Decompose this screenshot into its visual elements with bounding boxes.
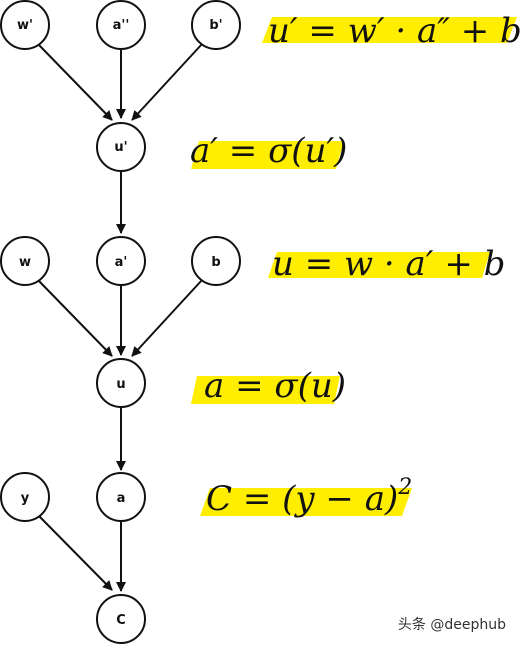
equations: u′ = w′ · a″ + b′ a′ = σ(u′) u = w · a′ … bbox=[190, 11, 520, 519]
node-a-double-prime: a'' bbox=[96, 0, 146, 50]
node-y: y bbox=[0, 472, 50, 522]
node-a-prime-label: a' bbox=[115, 255, 128, 270]
edge-w-u bbox=[37, 279, 113, 357]
node-u-label: u bbox=[116, 377, 125, 392]
equation-5-main: C = (y − a) bbox=[206, 479, 398, 519]
node-u-prime-label: u' bbox=[114, 140, 127, 155]
node-b: b bbox=[191, 236, 241, 286]
equation-3-highlight bbox=[268, 252, 490, 278]
equation-1-highlight bbox=[262, 17, 517, 43]
node-u: u bbox=[96, 358, 146, 408]
equation-4-text: a = σ(u) bbox=[204, 366, 346, 406]
edge-bprime-uprime bbox=[131, 43, 203, 121]
nodes: w' a'' b' u' w a' b u bbox=[0, 0, 241, 644]
watermark: 头条 @deephub bbox=[397, 617, 506, 633]
node-w-prime: w' bbox=[0, 0, 50, 50]
node-c: C bbox=[96, 594, 146, 644]
equation-5-highlight bbox=[200, 488, 412, 516]
equation-2-highlight bbox=[191, 141, 344, 169]
node-c-label: C bbox=[116, 613, 126, 628]
equation-4: a = σ(u) bbox=[191, 366, 346, 406]
equation-3: u = w · a′ + b bbox=[268, 244, 505, 284]
node-w: w bbox=[0, 236, 50, 286]
node-b-prime: b' bbox=[191, 0, 241, 50]
edge-b-u bbox=[131, 279, 203, 357]
equation-4-highlight bbox=[191, 376, 340, 404]
equation-2: a′ = σ(u′) bbox=[190, 131, 347, 171]
node-a-prime: a' bbox=[96, 236, 146, 286]
node-b-label: b bbox=[211, 255, 220, 270]
edge-wprime-uprime bbox=[37, 43, 113, 121]
node-w-prime-label: w' bbox=[17, 18, 33, 33]
edge-y-c bbox=[37, 514, 113, 591]
equation-1-text: u′ = w′ · a″ + b′ bbox=[268, 11, 520, 51]
equation-1: u′ = w′ · a″ + b′ bbox=[262, 11, 520, 51]
node-b-prime-label: b' bbox=[209, 18, 222, 33]
edges bbox=[37, 43, 203, 592]
equation-2-text: a′ = σ(u′) bbox=[190, 131, 347, 171]
node-a: a bbox=[96, 472, 146, 522]
equation-5-text: C = (y − a)2 bbox=[206, 475, 412, 519]
equation-5: C = (y − a)2 bbox=[200, 475, 412, 519]
node-u-prime: u' bbox=[96, 122, 146, 172]
equation-3-text: u = w · a′ + b bbox=[272, 244, 505, 284]
equation-5-exponent: 2 bbox=[397, 475, 412, 500]
node-y-label: y bbox=[21, 491, 30, 506]
node-w-label: w bbox=[19, 255, 31, 270]
node-a-label: a bbox=[117, 491, 126, 506]
node-a-double-prime-label: a'' bbox=[113, 18, 130, 33]
